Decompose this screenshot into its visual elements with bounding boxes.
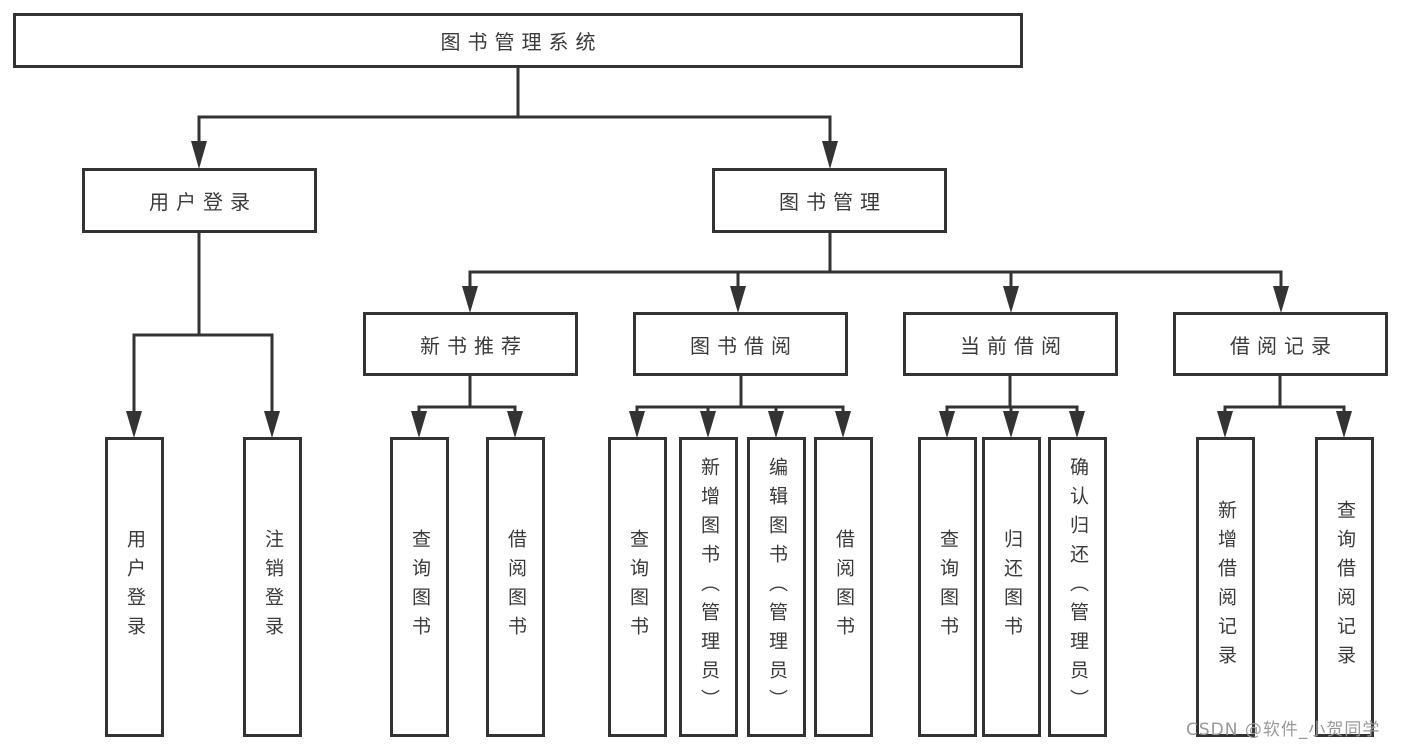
leaf-confirm-return-admin-label: 确认归还（管理员） xyxy=(1067,456,1089,718)
leaf-borrow-books-recommend: 借阅图书 xyxy=(486,437,545,737)
leaf-query-books-borrowing: 查询图书 xyxy=(608,437,667,737)
leaf-query-borrow-record: 查询借阅记录 xyxy=(1315,437,1374,737)
leaf-query-books-recommend: 查询图书 xyxy=(390,437,449,737)
node-book-management: 图书管理 xyxy=(712,168,947,233)
leaf-edit-book-admin: 编辑图书（管理员） xyxy=(747,437,806,737)
leaf-borrow-books-borrowing-label: 借阅图书 xyxy=(833,529,855,645)
leaf-return-books-label: 归还图书 xyxy=(1001,529,1023,645)
node-book-borrowing: 图书借阅 xyxy=(633,312,848,376)
leaf-add-borrow-record: 新增借阅记录 xyxy=(1196,437,1255,737)
leaf-query-books-borrowing-label: 查询图书 xyxy=(627,529,649,645)
leaf-add-book-admin-label: 新增图书（管理员） xyxy=(698,456,720,718)
leaf-borrow-books-recommend-label: 借阅图书 xyxy=(505,529,527,645)
leaf-borrow-books-borrowing: 借阅图书 xyxy=(814,437,873,737)
leaf-logout-login: 注销登录 xyxy=(243,437,302,737)
leaf-user-login-label: 用户登录 xyxy=(124,529,146,645)
leaf-return-books: 归还图书 xyxy=(982,437,1041,737)
leaf-confirm-return-admin: 确认归还（管理员） xyxy=(1048,437,1107,737)
leaf-query-borrow-record-label: 查询借阅记录 xyxy=(1334,500,1356,674)
leaf-user-login: 用户登录 xyxy=(105,437,164,737)
node-current-borrowing: 当前借阅 xyxy=(903,312,1118,376)
arrowheads xyxy=(126,141,1352,438)
leaf-add-book-admin: 新增图书（管理员） xyxy=(679,437,738,737)
leaf-logout-login-label: 注销登录 xyxy=(262,529,284,645)
node-user-login: 用户登录 xyxy=(82,168,317,233)
leaf-edit-book-admin-label: 编辑图书（管理员） xyxy=(766,456,788,718)
leaf-query-books-recommend-label: 查询图书 xyxy=(409,529,431,645)
leaf-query-books-current: 查询图书 xyxy=(918,437,977,737)
leaf-add-borrow-record-label: 新增借阅记录 xyxy=(1215,500,1237,674)
node-new-book-recommend: 新书推荐 xyxy=(363,312,578,376)
leaf-query-books-current-label: 查询图书 xyxy=(937,529,959,645)
node-borrowing-records: 借阅记录 xyxy=(1173,312,1388,376)
node-library-system: 图书管理系统 xyxy=(13,13,1023,68)
watermark-text: CSDN @软件_小贺同学 xyxy=(1186,720,1381,740)
